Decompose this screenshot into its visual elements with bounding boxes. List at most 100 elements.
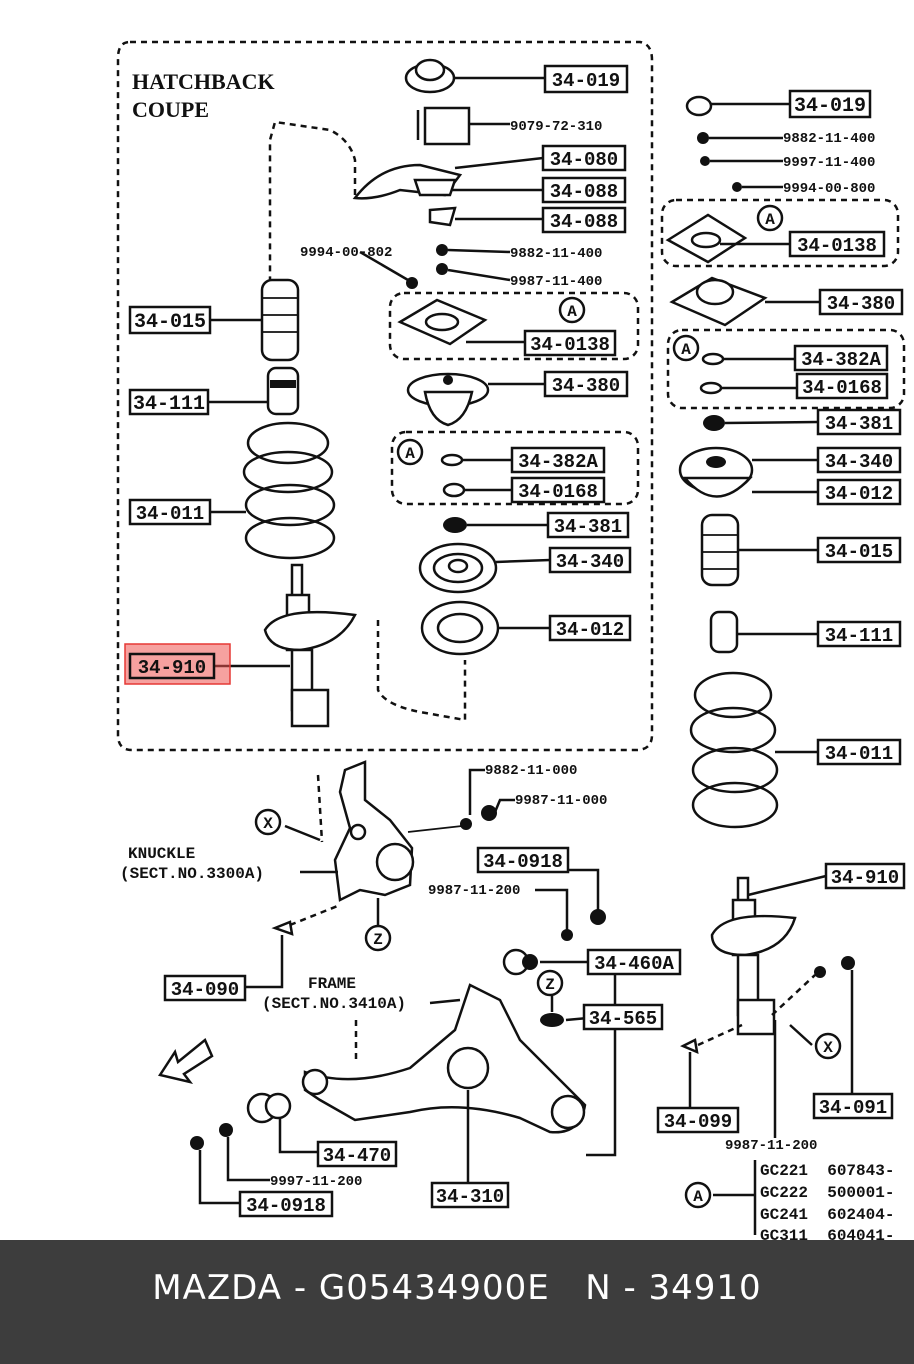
knuckle-section-ref[interactable]: (SECT.NO.3300A) bbox=[120, 865, 264, 883]
part-label[interactable]: 34-565 bbox=[582, 1003, 664, 1031]
svg-text:34-015: 34-015 bbox=[825, 541, 893, 563]
part-label[interactable]: 34-380 bbox=[818, 288, 904, 316]
small-part-number[interactable]: 9994-00-802 bbox=[300, 245, 392, 261]
part-label[interactable]: 34-088 bbox=[541, 176, 627, 204]
lower-arm-part bbox=[301, 983, 587, 1134]
svg-text:34-910: 34-910 bbox=[831, 867, 899, 889]
bushing-part bbox=[246, 1092, 292, 1124]
part-label[interactable]: 34-0168 bbox=[510, 476, 606, 504]
svg-text:34-381: 34-381 bbox=[825, 413, 893, 435]
kit-a-group bbox=[388, 291, 640, 361]
frame-label: FRAME bbox=[308, 975, 356, 993]
circle-marker-a: A bbox=[672, 334, 700, 362]
part-label[interactable]: 34-091 bbox=[812, 1092, 894, 1120]
serial-number-table: GC221 607843- GC222 500001- GC241 602404… bbox=[760, 1162, 894, 1240]
part-label[interactable]: 34-381 bbox=[546, 511, 630, 539]
part-label[interactable]: 34-340 bbox=[816, 446, 902, 474]
part-label[interactable]: 34-099 bbox=[656, 1106, 740, 1134]
part-label[interactable]: 34-310 bbox=[430, 1181, 510, 1209]
svg-text:34-382A: 34-382A bbox=[518, 451, 598, 473]
part-label[interactable]: 34-011 bbox=[816, 738, 902, 766]
part-label[interactable]: 34-460A bbox=[586, 948, 682, 976]
bump-stopper-part bbox=[260, 278, 300, 362]
small-part-number[interactable]: 9987-11-400 bbox=[510, 274, 602, 290]
part-label[interactable]: 34-090 bbox=[163, 974, 247, 1002]
svg-text:34-565: 34-565 bbox=[589, 1008, 657, 1030]
svg-text:34-111: 34-111 bbox=[825, 625, 893, 647]
small-part-number[interactable]: 9997-11-400 bbox=[783, 155, 875, 171]
part-label[interactable]: 34-0138 bbox=[788, 230, 886, 258]
small-part-number[interactable]: 9882-11-400 bbox=[783, 131, 875, 147]
svg-text:34-470: 34-470 bbox=[323, 1145, 391, 1167]
part-label[interactable]: 34-012 bbox=[816, 478, 902, 506]
lower-seat-part bbox=[420, 600, 500, 656]
part-label[interactable]: 34-382A bbox=[793, 344, 889, 372]
svg-text:34-0138: 34-0138 bbox=[797, 235, 877, 257]
highlighted-part-label[interactable]: 34-910 bbox=[124, 643, 231, 685]
part-label[interactable]: 34-910 bbox=[824, 862, 906, 890]
small-part-number[interactable]: 9987-11-200 bbox=[725, 1138, 817, 1154]
svg-text:34-0168: 34-0168 bbox=[802, 377, 882, 399]
small-part-number[interactable]: 9882-11-000 bbox=[485, 763, 577, 779]
small-part-number[interactable]: 9994-00-800 bbox=[783, 181, 875, 197]
part-label[interactable]: 34-011 bbox=[128, 498, 212, 526]
circle-marker-a: A bbox=[396, 438, 424, 466]
part-label[interactable]: 34-0918 bbox=[476, 846, 570, 874]
svg-text:GC222 500001-: GC222 500001- bbox=[760, 1184, 894, 1202]
spring-seat-part-2 bbox=[678, 446, 754, 498]
svg-text:34-011: 34-011 bbox=[825, 743, 893, 765]
part-label[interactable]: 34-080 bbox=[541, 144, 627, 172]
frame-section-ref[interactable]: (SECT.NO.3410A) bbox=[262, 995, 406, 1013]
footer-part-number: MAZDA - G05434900E N - 34910 bbox=[152, 1268, 762, 1308]
part-label[interactable]: 34-019 bbox=[788, 89, 872, 119]
svg-text:34-0918: 34-0918 bbox=[246, 1195, 326, 1217]
circle-marker-z: Z bbox=[364, 924, 392, 952]
svg-text:X: X bbox=[823, 1039, 833, 1057]
bushing-part-2 bbox=[502, 948, 538, 976]
part-label[interactable]: 34-012 bbox=[548, 614, 632, 642]
part-label[interactable]: 34-015 bbox=[816, 536, 902, 564]
leader-lines bbox=[198, 76, 854, 1235]
small-part-number[interactable]: 9987-11-200 bbox=[428, 883, 520, 899]
strut-part bbox=[263, 563, 357, 728]
circle-marker-a: A bbox=[684, 1181, 712, 1209]
svg-text:34-340: 34-340 bbox=[825, 451, 893, 473]
svg-text:Z: Z bbox=[373, 931, 383, 949]
coil-spring-part bbox=[242, 421, 336, 560]
svg-text:X: X bbox=[263, 815, 273, 833]
part-label[interactable]: 34-111 bbox=[128, 388, 210, 416]
svg-text:A: A bbox=[567, 303, 577, 321]
part-label[interactable]: 34-088 bbox=[541, 206, 627, 234]
svg-text:34-099: 34-099 bbox=[664, 1111, 732, 1133]
part-label[interactable]: 34-380 bbox=[543, 370, 629, 398]
svg-text:34-012: 34-012 bbox=[825, 483, 893, 505]
part-label[interactable]: 34-0168 bbox=[795, 372, 889, 400]
svg-text:34-080: 34-080 bbox=[550, 149, 618, 171]
group-title-hatchback: HATCHBACK bbox=[132, 69, 275, 94]
svg-text:GC311 604041-: GC311 604041- bbox=[760, 1227, 894, 1240]
circle-marker-x: X bbox=[814, 1032, 842, 1060]
small-part-number[interactable]: 9987-11-000 bbox=[515, 793, 607, 809]
part-label[interactable]: 34-111 bbox=[816, 620, 902, 648]
svg-text:34-019: 34-019 bbox=[794, 95, 866, 118]
upper-mount-part-2 bbox=[669, 276, 768, 327]
svg-text:GC241 602404-: GC241 602404- bbox=[760, 1206, 894, 1224]
svg-text:34-111: 34-111 bbox=[133, 393, 205, 416]
part-label[interactable]: 34-382A bbox=[510, 446, 606, 474]
svg-text:34-088: 34-088 bbox=[550, 211, 618, 233]
part-label[interactable]: 34-0918 bbox=[238, 1190, 334, 1218]
part-label[interactable]: 34-381 bbox=[816, 408, 902, 436]
part-label[interactable]: 34-015 bbox=[128, 305, 212, 335]
knuckle-label: KNUCKLE bbox=[128, 845, 195, 863]
group-title-coupe: COUPE bbox=[132, 97, 209, 122]
small-part-number[interactable]: 9997-11-200 bbox=[270, 1174, 362, 1190]
svg-text:34-0918: 34-0918 bbox=[483, 851, 563, 873]
part-label[interactable]: 34-340 bbox=[548, 546, 632, 574]
svg-text:34-382A: 34-382A bbox=[801, 349, 881, 371]
part-label[interactable]: 34-470 bbox=[316, 1140, 398, 1168]
small-part-number[interactable]: 9882-11-400 bbox=[510, 246, 602, 262]
circle-marker-z: Z bbox=[536, 969, 564, 997]
small-part-number[interactable]: 9079-72-310 bbox=[510, 119, 602, 135]
part-label[interactable]: 34-0138 bbox=[523, 329, 617, 357]
part-label[interactable]: 34-019 bbox=[543, 64, 629, 94]
